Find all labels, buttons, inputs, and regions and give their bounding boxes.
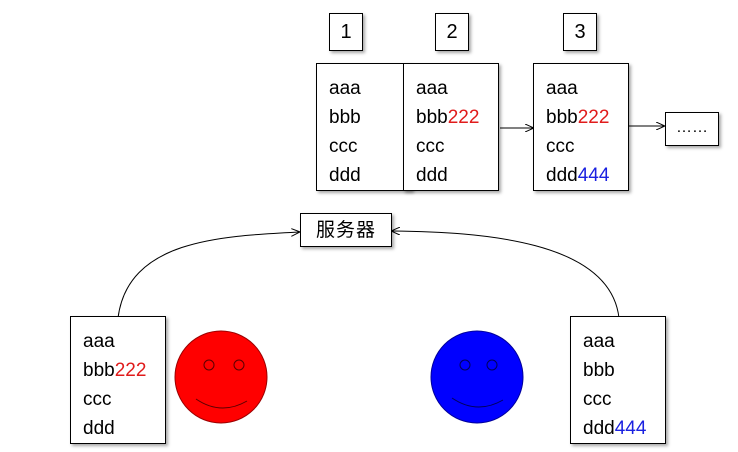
- server-box: 服务器: [300, 213, 392, 247]
- doc-line: ccc: [546, 136, 575, 157]
- doc-line: bbb222: [546, 107, 610, 128]
- doc-line: ddd: [329, 165, 361, 186]
- blue-edit: 444: [577, 165, 610, 186]
- red-client-doc: aaa bbb222 ccc ddd: [70, 316, 166, 444]
- more-versions-box: ……: [665, 112, 719, 146]
- doc-line: bbb: [583, 360, 615, 381]
- doc-line: ccc: [583, 389, 612, 410]
- curve-blue-client-to-server: [392, 231, 620, 319]
- version-number-1: 1: [329, 13, 363, 51]
- red-edit: 222: [447, 107, 480, 128]
- doc-line: ddd: [83, 418, 115, 439]
- doc-line: bbb222: [83, 360, 147, 381]
- doc-line: aaa: [416, 78, 448, 99]
- doc-line: aaa: [83, 331, 115, 352]
- version-doc-3: aaa bbb222 ccc ddd444: [533, 63, 629, 191]
- doc-line: ddd444: [583, 418, 647, 439]
- doc-line: aaa: [546, 78, 578, 99]
- doc-line: bbb222: [416, 107, 480, 128]
- version-number-3: 3: [563, 13, 597, 51]
- version-doc-2: aaa bbb222 ccc ddd: [403, 63, 499, 191]
- blue-edit: 444: [614, 418, 647, 439]
- doc-line: ddd444: [546, 165, 610, 186]
- curve-red-client-to-server: [117, 232, 299, 319]
- red-edit: 222: [577, 107, 610, 128]
- doc-line: ccc: [416, 136, 445, 157]
- red-smiley-icon: [174, 330, 268, 424]
- version-number-2: 2: [435, 13, 469, 51]
- doc-line: ccc: [83, 389, 112, 410]
- doc-line: ddd: [416, 165, 448, 186]
- version-doc-1: aaa bbb ccc ddd: [316, 63, 412, 191]
- red-edit: 222: [114, 360, 147, 381]
- doc-line: aaa: [329, 78, 361, 99]
- doc-line: aaa: [583, 331, 615, 352]
- blue-smiley-icon: [430, 330, 524, 424]
- doc-line: ccc: [329, 136, 358, 157]
- doc-line: bbb: [329, 107, 361, 128]
- blue-client-doc: aaa bbb ccc ddd444: [570, 316, 666, 444]
